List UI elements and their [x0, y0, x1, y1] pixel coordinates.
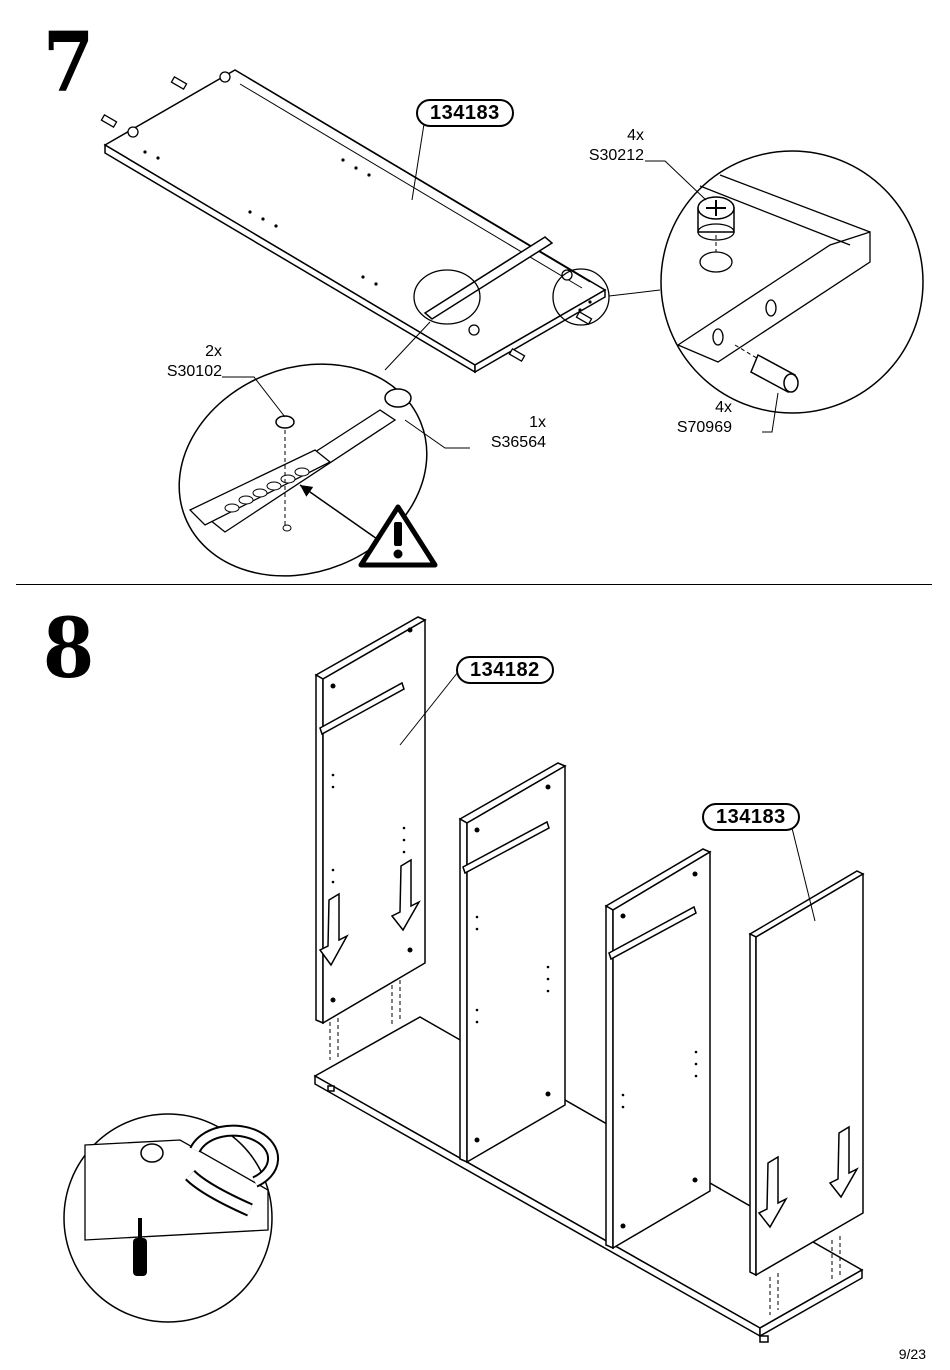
part-label: 1x S36564 [474, 413, 546, 453]
step-divider [16, 584, 932, 585]
screwdriver-detail [63, 1113, 279, 1323]
cam-lock-fitting [697, 196, 735, 241]
part-quantity: 4x [715, 399, 732, 416]
step8-callout-lines [399, 671, 816, 922]
warning-icon [358, 504, 438, 568]
part-quantity: 1x [529, 414, 546, 431]
step-number: 8 [42, 601, 95, 697]
part-code: S30102 [166, 363, 222, 380]
part-code: S70969 [676, 419, 732, 436]
part-number-badge: 134183 [702, 803, 800, 831]
down-arrows [318, 858, 859, 1229]
detail-cam-lock [660, 150, 924, 414]
wooden-dowel [750, 353, 799, 394]
step8-base-panel [313, 1016, 864, 1343]
alignment-lines [329, 980, 841, 1315]
part-label: 4x S30212 [580, 126, 644, 166]
step7-callout-lines [222, 123, 779, 449]
part-quantity: 2x [205, 343, 222, 360]
screwdriver-icon [133, 1218, 147, 1276]
step8-panel-3 [604, 848, 712, 1250]
step-number: 7 [42, 15, 95, 111]
detail-marker-right [552, 268, 610, 326]
part-label: 4x S70969 [660, 398, 732, 438]
part-number-badge: 134183 [416, 99, 514, 127]
part-label: 2x S30102 [150, 342, 222, 382]
step7-dowels [100, 71, 593, 362]
step8-panel-2 [458, 762, 567, 1164]
detail-bracket [178, 363, 428, 577]
part-code: S36564 [490, 434, 546, 451]
part-code: S30212 [588, 147, 644, 164]
part-quantity: 4x [627, 127, 644, 144]
part-number-badge: 134182 [456, 656, 554, 684]
page-number: 9/23 [898, 1346, 926, 1362]
detail-marker-left [413, 269, 481, 325]
step8-holes [330, 627, 698, 1229]
step7-panel-drawing [103, 69, 607, 374]
step7-holes [143, 150, 592, 312]
step8-panel-4 [748, 870, 865, 1277]
